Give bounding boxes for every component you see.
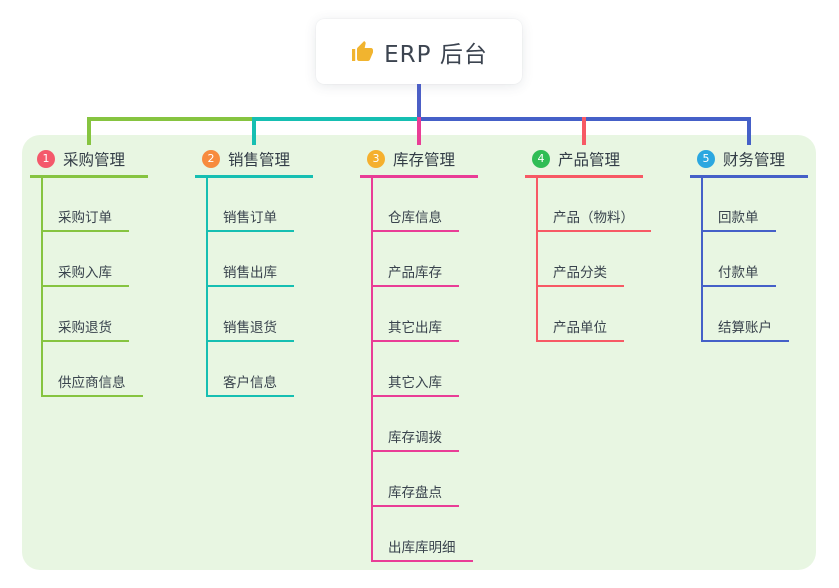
branch-node[interactable]: 3 库存管理 [360,147,478,171]
branch-underline [525,175,643,178]
child-node-label[interactable]: 回款单 [718,210,759,226]
child-underline [536,230,651,232]
branch-underline [30,175,148,178]
child-underline [701,230,776,232]
branch-title-label: 销售管理 [228,151,291,169]
child-node-label[interactable]: 销售出库 [223,265,277,281]
child-node-label[interactable]: 采购订单 [58,210,112,226]
branch-number-badge: 3 [367,150,385,168]
root-node[interactable]: ERP 后台 [316,19,522,84]
child-node-label[interactable]: 仓库信息 [388,210,442,226]
branch-number-badge: 4 [532,150,550,168]
child-underline [371,450,459,452]
child-underline [206,340,294,342]
branch-drop-line [252,117,256,145]
child-node-label[interactable]: 产品（物料） [553,210,634,226]
child-underline [371,340,459,342]
child-underline [371,230,459,232]
child-underline [41,340,129,342]
child-node-label[interactable]: 库存盘点 [388,485,442,501]
child-underline [371,285,459,287]
branch-drop-line [747,117,751,145]
branch-drop-line [582,117,586,145]
branch-underline [360,175,478,178]
root-node-label: ERP 后台 [384,41,488,68]
child-node-label[interactable]: 采购入库 [58,265,112,281]
child-node-label[interactable]: 其它入库 [388,375,442,391]
root-stem-line [417,84,421,118]
child-node-label[interactable]: 其它出库 [388,320,442,336]
branches-panel [22,135,816,570]
child-node-label[interactable]: 结算账户 [718,320,772,336]
child-node-label[interactable]: 客户信息 [223,375,277,391]
branch-drop-line [417,117,421,145]
branch-connector-line [536,177,538,342]
child-node-label[interactable]: 产品分类 [553,265,607,281]
branch-number-badge: 2 [202,150,220,168]
child-underline [41,230,129,232]
branch-title-label: 产品管理 [558,151,621,169]
child-underline [206,230,294,232]
branch-node[interactable]: 2 销售管理 [195,147,313,171]
child-underline [41,285,129,287]
child-node-label[interactable]: 付款单 [718,265,759,281]
branch-number-badge: 1 [37,150,55,168]
child-underline [701,285,776,287]
child-underline [536,340,624,342]
child-underline [536,285,624,287]
branch-node[interactable]: 4 产品管理 [525,147,643,171]
horizontal-connector-left-1 [87,117,254,121]
branch-node[interactable]: 1 采购管理 [30,147,148,171]
branch-title-label: 财务管理 [723,151,786,169]
child-underline [371,505,459,507]
child-node-label[interactable]: 采购退货 [58,320,112,336]
branch-title-label: 库存管理 [393,151,456,169]
child-underline [701,340,789,342]
child-node-label[interactable]: 供应商信息 [58,375,126,391]
branch-node[interactable]: 5 财务管理 [690,147,808,171]
branch-underline [690,175,808,178]
horizontal-connector-left-2 [252,117,419,121]
thumbs-up-icon [352,40,374,61]
child-underline [41,395,143,397]
child-node-label[interactable]: 产品库存 [388,265,442,281]
branch-connector-line [701,177,703,342]
branch-number-badge: 5 [697,150,715,168]
child-node-label[interactable]: 出库库明细 [388,540,456,556]
branch-title-label: 采购管理 [63,151,126,169]
child-node-label[interactable]: 销售退货 [223,320,277,336]
branch-drop-line [87,117,91,145]
branch-connector-line [206,177,208,397]
branch-connector-line [41,177,43,397]
child-underline [206,285,294,287]
child-underline [371,395,459,397]
branch-connector-line [371,177,373,562]
child-underline [371,560,473,562]
child-underline [206,395,294,397]
branch-underline [195,175,313,178]
child-node-label[interactable]: 产品单位 [553,320,607,336]
child-node-label[interactable]: 销售订单 [223,210,277,226]
child-node-label[interactable]: 库存调拨 [388,430,442,446]
